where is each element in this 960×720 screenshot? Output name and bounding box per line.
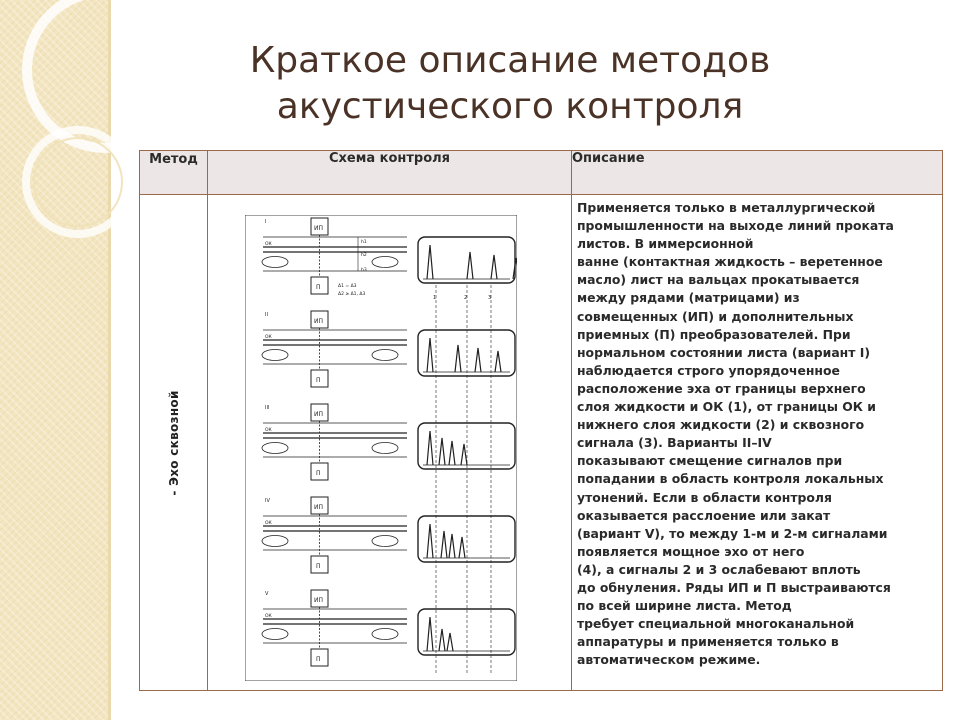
bottom-transducer-label: П: [316, 377, 321, 384]
signal-peak: [426, 523, 434, 559]
layer-label: h1: [361, 239, 367, 245]
signal-peak: [426, 244, 434, 280]
roller-left: [261, 628, 289, 640]
roller-left: [261, 349, 289, 361]
roller-right: [371, 349, 399, 361]
top-transducer-label: ИП: [314, 318, 323, 325]
signal-peak: [446, 632, 454, 652]
table-header-row: Метод Схема контроля Описание: [139, 150, 943, 195]
layer-label: h2: [361, 252, 367, 258]
bottom-transducer: [310, 555, 329, 574]
signal-peak: [438, 437, 446, 466]
signal-peak: [448, 440, 456, 466]
page-title: Краткое описание методов акустического к…: [249, 40, 771, 127]
roller-left: [261, 442, 289, 454]
bottom-transducer: [310, 369, 329, 388]
marker-label: 2: [464, 295, 467, 301]
header-scheme: Схема контроля: [207, 150, 572, 195]
decorative-side-band: [0, 0, 108, 720]
variant-label: V: [265, 591, 269, 597]
signal-peak: [440, 530, 448, 559]
bottom-transducer-label: П: [316, 656, 321, 663]
method-cell: - Эхо сквозной: [139, 194, 208, 691]
signal-peak: [490, 254, 498, 280]
signal-peak: [426, 430, 434, 466]
top-transducer-label: ИП: [314, 597, 323, 604]
ok-label: ОК: [265, 334, 273, 340]
variant-label: III: [265, 405, 269, 411]
scheme-variant-panel: V ИП ОК П: [261, 589, 516, 667]
roller-left: [261, 535, 289, 547]
method-name: - Эхо сквозной: [166, 389, 181, 496]
top-transducer-label: ИП: [314, 504, 323, 511]
description-text: Применяется только в металлургической пр…: [577, 200, 894, 668]
variant-label: II: [265, 312, 268, 318]
ok-label: ОК: [265, 520, 273, 526]
header-method: Метод: [139, 150, 208, 195]
roller-right: [371, 442, 399, 454]
bottom-transducer-label: П: [316, 470, 321, 477]
signal-peak: [460, 443, 468, 466]
roller-right: [371, 628, 399, 640]
control-scheme-diagram: I ИП ОК П II ИП ОК П III ИП ОК П IV ИП ОК П V ИП ОК Пh1 h2 h3…: [244, 214, 520, 682]
bottom-transducer-label: П: [316, 284, 321, 291]
side-band-edge: [108, 0, 111, 720]
top-transducer-label: ИП: [314, 225, 323, 232]
ok-label: ОК: [265, 613, 273, 619]
roller-right: [371, 535, 399, 547]
signal-peak: [474, 347, 482, 373]
marker-label: 1: [433, 295, 436, 301]
table-row: - Эхо сквозной I ИП ОК П II ИП ОК П III ИП ОК П IV ИП…: [139, 194, 943, 691]
signal-peak: [438, 628, 446, 652]
signal-peak: [494, 350, 502, 373]
bottom-transducer-label: П: [316, 563, 321, 570]
oscilloscope-screen: [417, 236, 516, 284]
signal-peak: [426, 337, 434, 373]
signal-peak: [426, 616, 434, 652]
top-transducer-label: ИП: [314, 411, 323, 418]
methods-table: Метод Схема контроля Описание - Эхо скво…: [139, 150, 943, 691]
ok-label: ОК: [265, 427, 273, 433]
header-description: Описание: [571, 150, 943, 195]
scheme-variant-panel: I ИП ОК П: [261, 217, 520, 295]
variant-label: I: [265, 219, 266, 225]
layer-label: h3: [361, 267, 367, 273]
bottom-transducer: [310, 276, 329, 295]
marker-label: 3: [488, 295, 491, 301]
signal-peak: [466, 251, 474, 280]
signal-peak: [448, 533, 456, 559]
roller-right: [371, 256, 399, 268]
bottom-transducer: [310, 462, 329, 481]
variant-label: IV: [265, 498, 270, 504]
signal-peak: [454, 344, 462, 373]
bottom-transducer: [310, 648, 329, 667]
description-cell: Применяется только в металлургической пр…: [571, 194, 943, 691]
decorative-rings: [22, 0, 188, 238]
ok-label: ОК: [265, 241, 273, 247]
signal-peak: [458, 536, 466, 559]
tolerance-label: Δ1 = Δ3: [338, 283, 357, 289]
roller-left: [261, 256, 289, 268]
tolerance-label: Δ2 ≥ Δ1, Δ3: [338, 291, 365, 297]
